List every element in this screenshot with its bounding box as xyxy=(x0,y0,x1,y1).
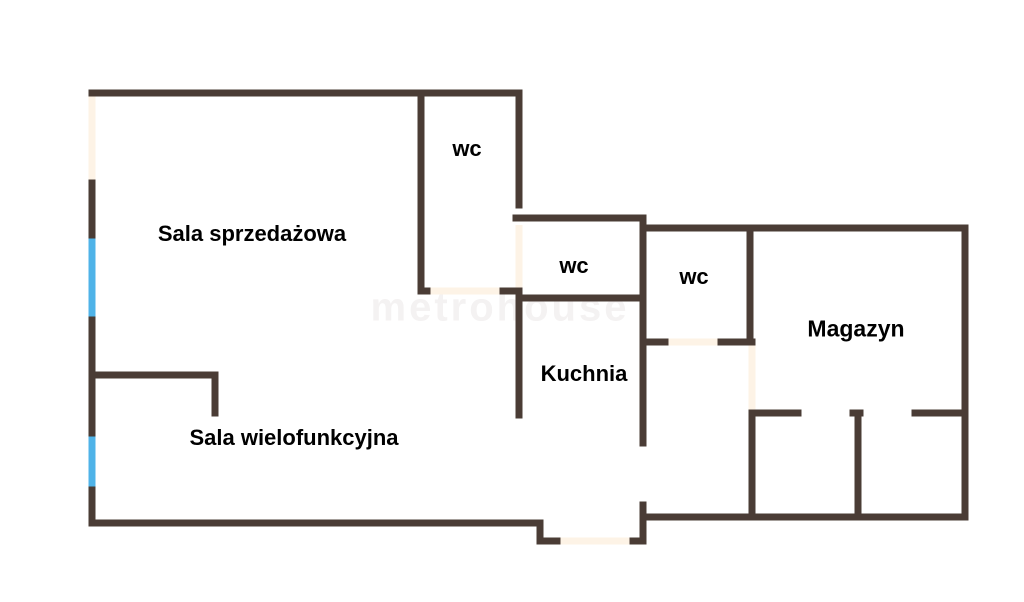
room-label-magazyn: Magazyn xyxy=(807,315,905,342)
wall-lines xyxy=(88,89,969,545)
room-label-wc-3: wc xyxy=(679,264,709,289)
doors xyxy=(88,93,756,545)
room-label-wc-2: wc xyxy=(559,253,589,278)
room-label-wc-1: wc xyxy=(452,136,482,161)
room-label-kuchnia: Kuchnia xyxy=(540,361,628,386)
room-label-sala-wielofunkcyjna: Sala wielofunkcyjna xyxy=(189,425,399,450)
room-label-sala-sprzedazowa: Sala sprzedażowa xyxy=(157,221,347,246)
